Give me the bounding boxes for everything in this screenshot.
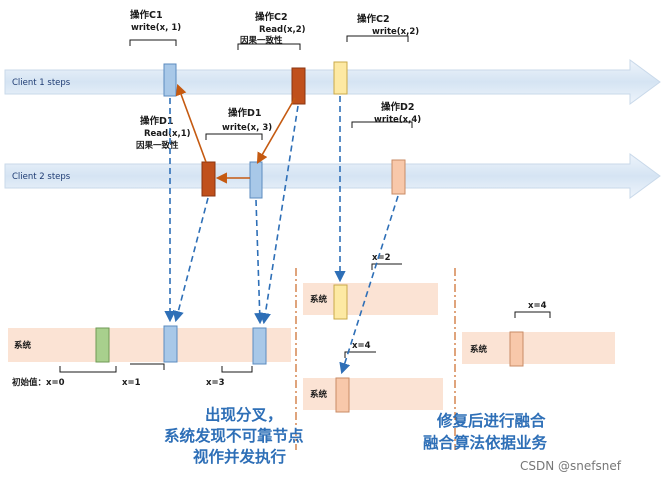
client2-lane-arrow — [4, 153, 661, 199]
op-d2-title: 操作D2 — [381, 101, 415, 113]
system-bar-main — [8, 328, 291, 362]
op-d1-read-line2: 因果一致性 — [136, 140, 179, 151]
branch2-value-label: x=4 — [352, 341, 371, 351]
sys-branch2-box — [335, 377, 350, 413]
system-label-main: 系统 — [14, 340, 32, 351]
causal-arrow-c2-to-d1 — [256, 97, 296, 164]
op-d1-read-line1: Read(x,1) — [144, 129, 191, 139]
op-c2-read-box — [291, 67, 306, 105]
branch1-value-label: x=2 — [372, 253, 391, 263]
sys-merged-box — [509, 331, 524, 367]
propagation-arrows — [164, 96, 399, 375]
caption-left-line1: 出现分叉， — [205, 405, 283, 424]
op-d1-write-title: 操作D1 — [228, 107, 262, 119]
client1-lane-arrow — [4, 59, 661, 105]
caption-left-line3: 视作并发执行 — [193, 447, 287, 466]
op-c1-line1: write(x, 1) — [131, 23, 181, 33]
causal-arrow-d1-to-c1 — [175, 83, 207, 163]
x1-value-label: x=1 — [122, 378, 141, 388]
merged-value-label: x=4 — [528, 301, 547, 311]
op-d1-read-box — [201, 161, 216, 197]
x3-value-label: x=3 — [206, 378, 225, 388]
system-bar-merged — [462, 332, 615, 364]
op-c2-write-title: 操作C2 — [357, 13, 390, 25]
sys-x3-box — [252, 327, 267, 365]
caption-right-line2: 融合算法依据业务 — [423, 433, 548, 452]
system-label-branch-1: 系统 — [310, 294, 328, 305]
sys-branch1-box — [333, 284, 348, 320]
op-d1-write-box — [249, 161, 263, 199]
op-c2-read-line2: 因果一致性 — [240, 35, 283, 46]
sys-x1-box — [163, 325, 178, 363]
op-d2-box — [391, 159, 406, 195]
op-d1-write-line1: write(x, 3) — [222, 123, 272, 133]
op-c1-title: 操作C1 — [130, 9, 163, 21]
client2-lane-label: Client 2 steps — [12, 172, 71, 182]
caption-right-line1: 修复后进行融合 — [436, 411, 546, 430]
client1-lane-label: Client 1 steps — [12, 78, 71, 88]
op-d1-read-title: 操作D1 — [140, 115, 174, 127]
op-brackets — [59, 35, 551, 373]
sys-initial-box — [95, 327, 110, 363]
caption-left-line2: 系统发现不可靠节点 — [164, 426, 304, 445]
initial-value-label: 初始值：x=0 — [12, 377, 65, 388]
op-c2-write-line1: write(x,2) — [372, 27, 419, 37]
system-label-merged: 系统 — [470, 344, 488, 355]
op-c2-read-line1: Read(x,2) — [259, 25, 306, 35]
watermark: CSDN @snefsnef — [520, 459, 622, 473]
system-bar-branch-2 — [303, 378, 443, 410]
op-c1-box — [163, 63, 177, 97]
op-d2-line1: write(x,4) — [374, 115, 421, 125]
op-c2-write-box — [333, 61, 348, 95]
op-c2-read-title: 操作C2 — [255, 11, 288, 23]
system-label-branch-2: 系统 — [310, 389, 328, 400]
system-bar-branch-1 — [303, 283, 438, 315]
